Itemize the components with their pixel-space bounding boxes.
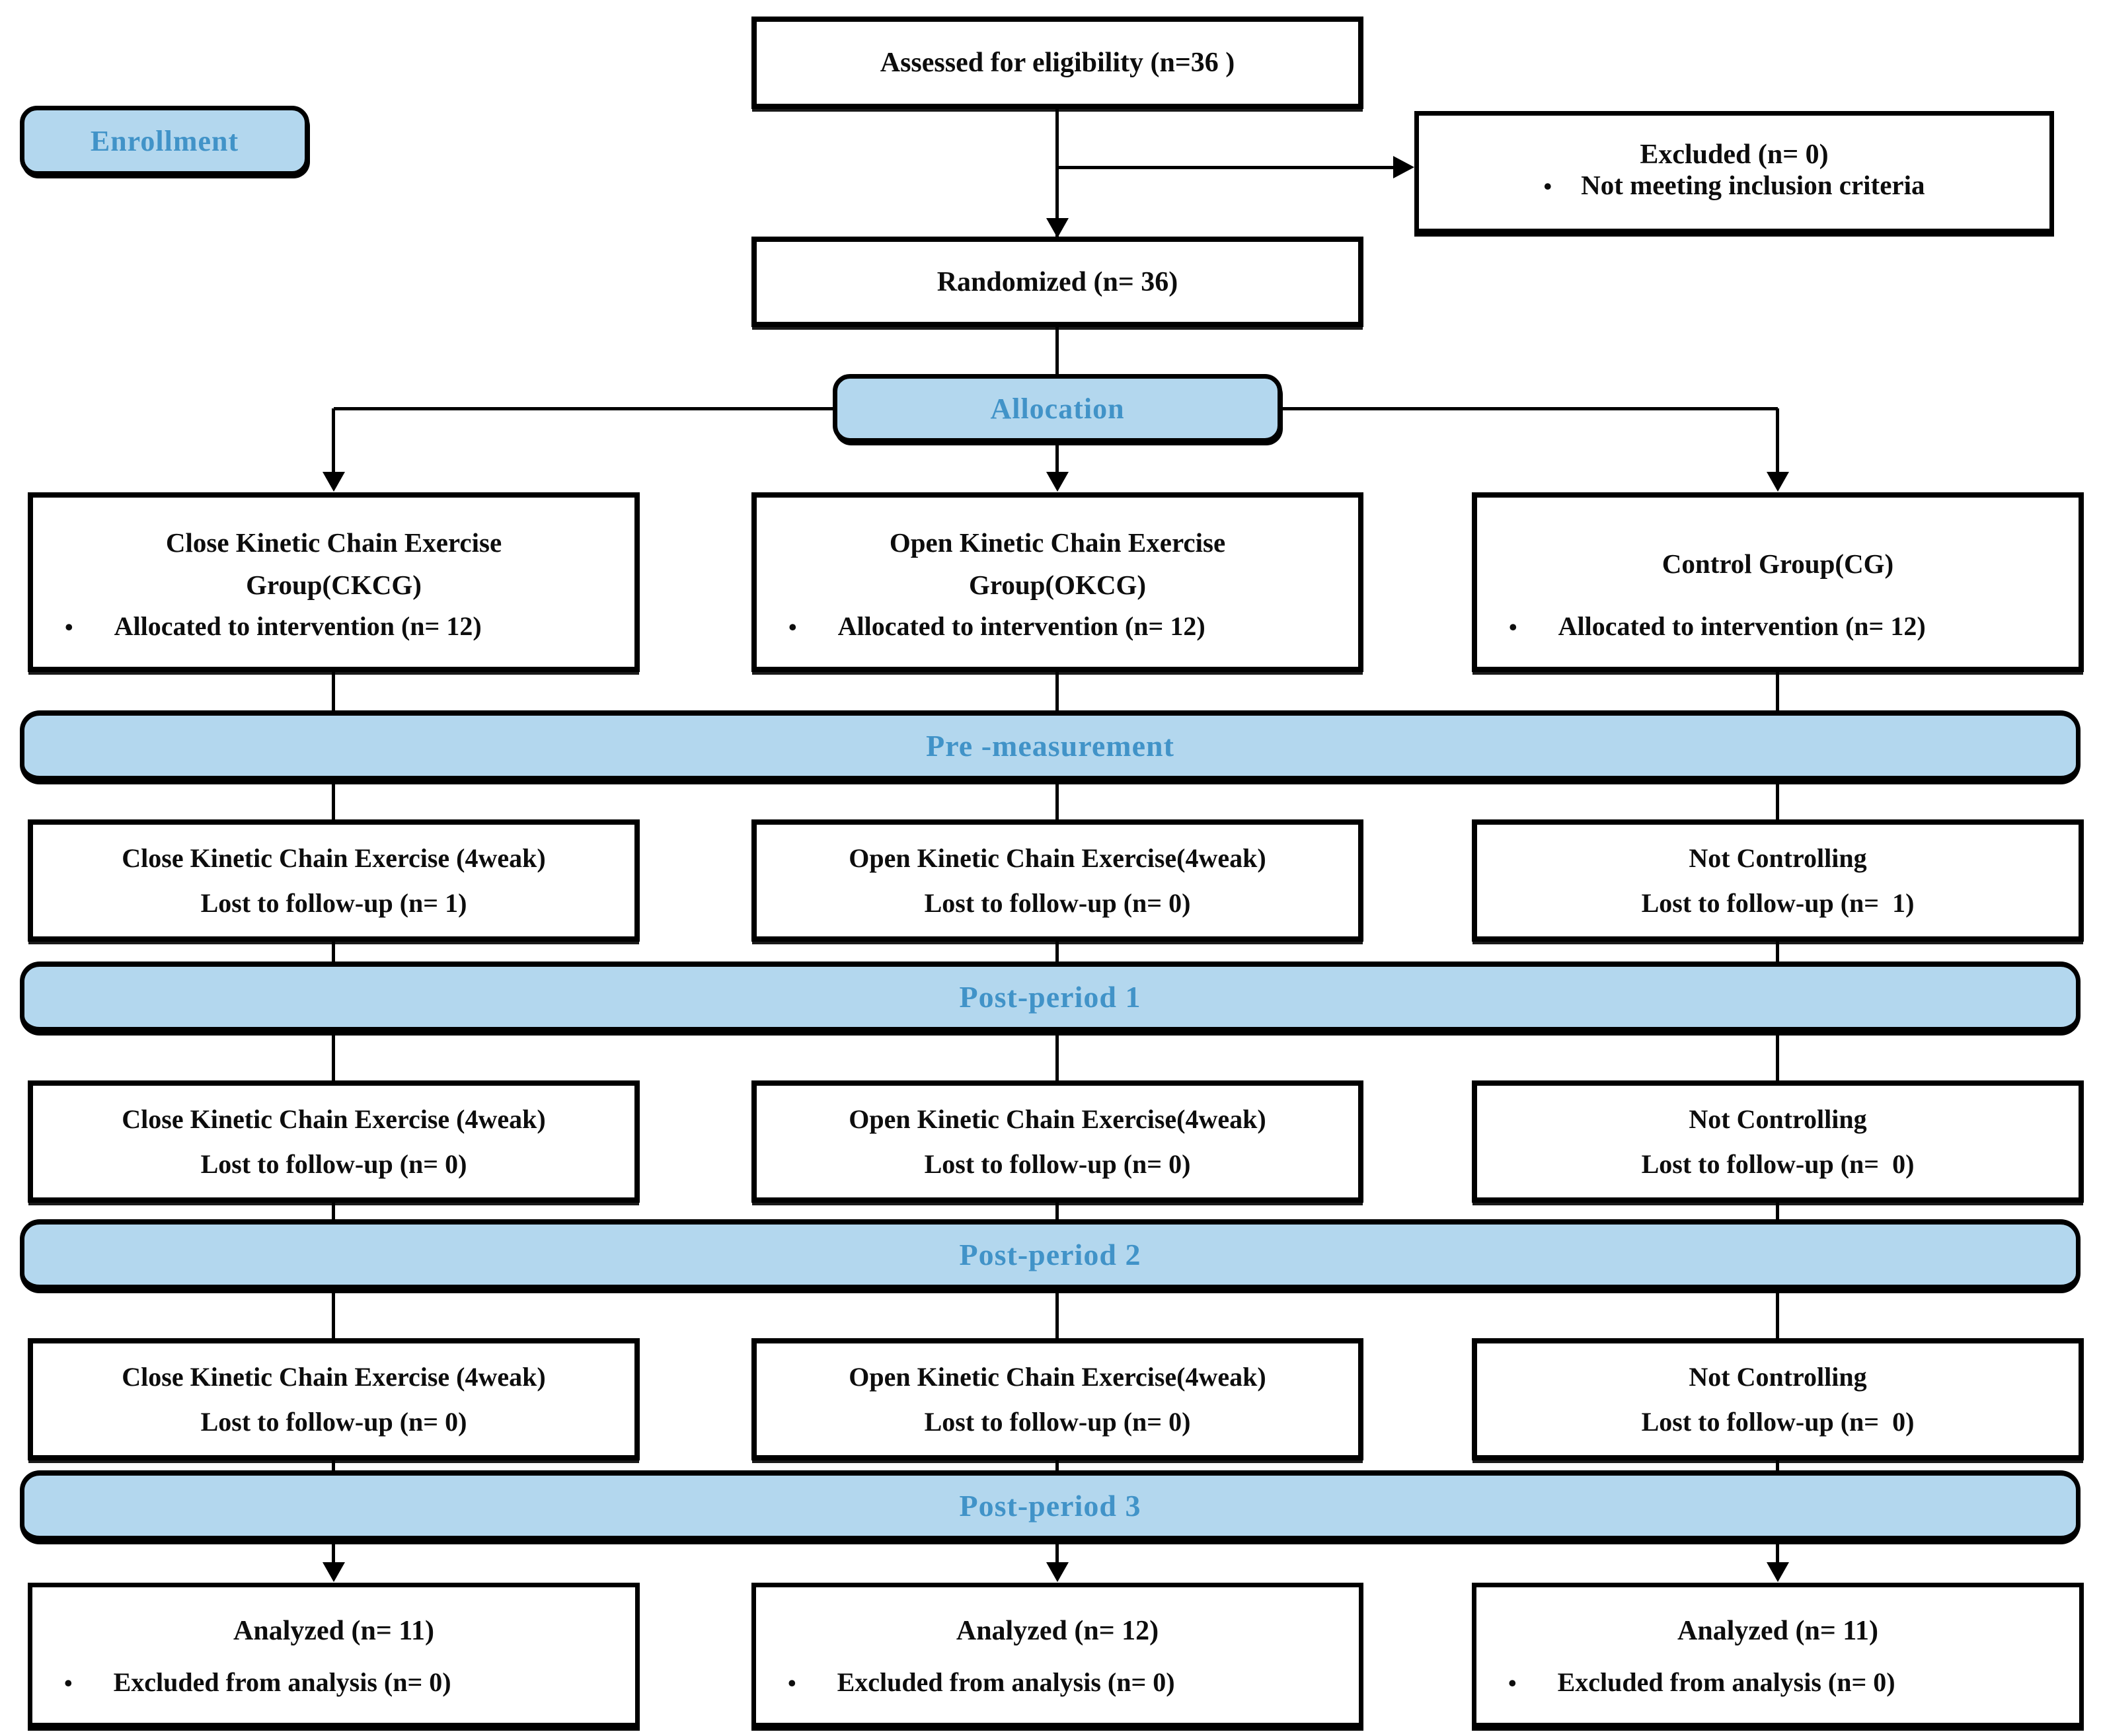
- connector: [332, 671, 335, 712]
- group-allocated-text: Allocated to intervention (n= 12): [114, 611, 482, 641]
- arrowhead-down-icon: [1767, 472, 1789, 492]
- connector: [332, 1459, 335, 1472]
- group-box-okcg: Open Kinetic Chain Exercise Group(OKCG) …: [751, 492, 1363, 672]
- allocation-stage-label: Allocation: [990, 392, 1125, 425]
- allocation-stage-pill: Allocation: [833, 374, 1282, 443]
- bullet-dot: [1508, 1667, 1517, 1698]
- stage-band-post-period-3: Post-period 3: [20, 1470, 2081, 1544]
- excluded-reason-row: Not meeting inclusion criteria: [1419, 169, 2049, 201]
- analyzed-title: Analyzed (n= 12): [956, 1616, 1159, 1646]
- connector: [1055, 1543, 1059, 1566]
- analyzed-box-okcg: Analyzed (n= 12) Excluded from analysis …: [751, 1583, 1363, 1731]
- stage-band-label: Post-period 2: [959, 1238, 1141, 1271]
- excluded-box: Excluded (n= 0) Not meeting inclusion cr…: [1414, 111, 2054, 237]
- stage-band-pre-measurement: Pre -measurement: [20, 710, 2081, 784]
- connector: [332, 408, 335, 474]
- connector: [1057, 166, 1396, 169]
- connector: [1776, 783, 1779, 821]
- connector: [1055, 940, 1059, 964]
- connector: [1055, 1201, 1059, 1221]
- connector: [332, 940, 335, 964]
- excluded-reason-text: Not meeting inclusion criteria: [1581, 170, 1925, 200]
- connector: [1776, 1292, 1779, 1340]
- connector: [1055, 327, 1059, 379]
- connector: [332, 783, 335, 821]
- stage-band-label: Pre -measurement: [926, 729, 1174, 763]
- analyzed-excluded-row: Excluded from analysis (n= 0): [756, 1667, 1359, 1698]
- bullet-dot: [65, 611, 73, 642]
- connector: [1055, 441, 1059, 474]
- connector: [1055, 1034, 1059, 1082]
- bullet-dot: [1544, 169, 1552, 201]
- arrowhead-down-icon: [1046, 1562, 1069, 1582]
- group-allocated-row: Allocated to intervention (n= 12): [1477, 611, 2079, 642]
- followup-box-row3-ckcg: Close Kinetic Chain Exercise (4weak) Los…: [28, 1338, 640, 1460]
- connector: [1776, 940, 1779, 964]
- group-title-cg: Control Group(CG): [1662, 548, 1894, 579]
- followup-box-row2-ckcg: Close Kinetic Chain Exercise (4weak) Los…: [28, 1080, 640, 1203]
- randomized-box: Randomized (n= 36): [751, 237, 1363, 327]
- group-allocated-row: Allocated to intervention (n= 12): [33, 611, 634, 642]
- arrowhead-down-icon: [1767, 1562, 1789, 1582]
- stage-band-label: Post-period 1: [959, 980, 1141, 1014]
- followup-box-row1-okcg: Open Kinetic Chain Exercise(4weak) Lost …: [751, 819, 1363, 942]
- connector: [1776, 1201, 1779, 1221]
- followup-box-row2-cg: Not Controlling Lost to follow-up (n= 0): [1472, 1080, 2084, 1203]
- analyzed-box-ckcg: Analyzed (n= 11) Excluded from analysis …: [28, 1583, 640, 1731]
- group-title-okcg: Open Kinetic Chain Exercise Group(OKCG): [889, 527, 1226, 600]
- group-title-ckcg: Close Kinetic Chain Exercise Group(CKCG): [165, 527, 502, 600]
- analyzed-box-cg: Analyzed (n= 11) Excluded from analysis …: [1472, 1583, 2084, 1731]
- stage-band-label: Post-period 3: [959, 1489, 1141, 1523]
- arrowhead-right-icon: [1393, 156, 1414, 178]
- bullet-dot: [788, 611, 797, 642]
- connector: [332, 1201, 335, 1221]
- connector: [1055, 1459, 1059, 1472]
- randomized-text: Randomized (n= 36): [936, 266, 1178, 297]
- connector: [1776, 408, 1779, 474]
- followup-box-row2-okcg: Open Kinetic Chain Exercise(4weak) Lost …: [751, 1080, 1363, 1203]
- connector: [1776, 1034, 1779, 1082]
- stage-band-post-period-1: Post-period 1: [20, 962, 2081, 1036]
- arrowhead-down-icon: [1046, 218, 1069, 238]
- connector: [1055, 1292, 1059, 1340]
- assessed-eligibility-text: Assessed for eligibility (n=36 ): [880, 48, 1235, 78]
- excluded-title: Excluded (n= 0): [1640, 139, 1829, 170]
- analyzed-excluded-row: Excluded from analysis (n= 0): [32, 1667, 635, 1698]
- analyzed-excluded-text: Excluded from analysis (n= 0): [113, 1667, 451, 1697]
- bullet-dot: [1509, 611, 1517, 642]
- group-allocated-text: Allocated to intervention (n= 12): [1558, 611, 1926, 641]
- bullet-dot: [64, 1667, 73, 1698]
- followup-box-row3-okcg: Open Kinetic Chain Exercise(4weak) Lost …: [751, 1338, 1363, 1460]
- connector: [1776, 671, 1779, 712]
- assessed-eligibility-box: Assessed for eligibility (n=36 ): [751, 17, 1363, 109]
- connector: [1776, 1459, 1779, 1472]
- connector: [332, 1543, 335, 1566]
- enrollment-stage-pill: Enrollment: [20, 106, 309, 176]
- connector: [1055, 109, 1059, 238]
- analyzed-title: Analyzed (n= 11): [233, 1616, 434, 1646]
- connector: [1055, 671, 1059, 712]
- analyzed-title: Analyzed (n= 11): [1677, 1616, 1878, 1646]
- arrowhead-down-icon: [323, 1562, 345, 1582]
- analyzed-excluded-text: Excluded from analysis (n= 0): [837, 1667, 1175, 1697]
- bullet-dot: [788, 1667, 796, 1698]
- group-box-ckcg: Close Kinetic Chain Exercise Group(CKCG)…: [28, 492, 640, 672]
- arrowhead-down-icon: [323, 472, 345, 492]
- group-allocated-row: Allocated to intervention (n= 12): [757, 611, 1358, 642]
- connector: [332, 1292, 335, 1340]
- analyzed-excluded-row: Excluded from analysis (n= 0): [1476, 1667, 2079, 1698]
- connector: [332, 1034, 335, 1082]
- stage-band-post-period-2: Post-period 2: [20, 1219, 2081, 1293]
- followup-box-row1-cg: Not Controlling Lost to follow-up (n= 1): [1472, 819, 2084, 942]
- arrowhead-down-icon: [1046, 472, 1069, 492]
- connector: [1776, 1543, 1779, 1566]
- enrollment-stage-label: Enrollment: [90, 124, 239, 157]
- analyzed-excluded-text: Excluded from analysis (n= 0): [1557, 1667, 1895, 1697]
- group-allocated-text: Allocated to intervention (n= 12): [837, 611, 1205, 641]
- followup-box-row1-ckcg: Close Kinetic Chain Exercise (4weak) Los…: [28, 819, 640, 942]
- followup-box-row3-cg: Not Controlling Lost to follow-up (n= 0): [1472, 1338, 2084, 1460]
- connector: [1055, 783, 1059, 821]
- group-box-cg: Control Group(CG) Allocated to intervent…: [1472, 492, 2084, 672]
